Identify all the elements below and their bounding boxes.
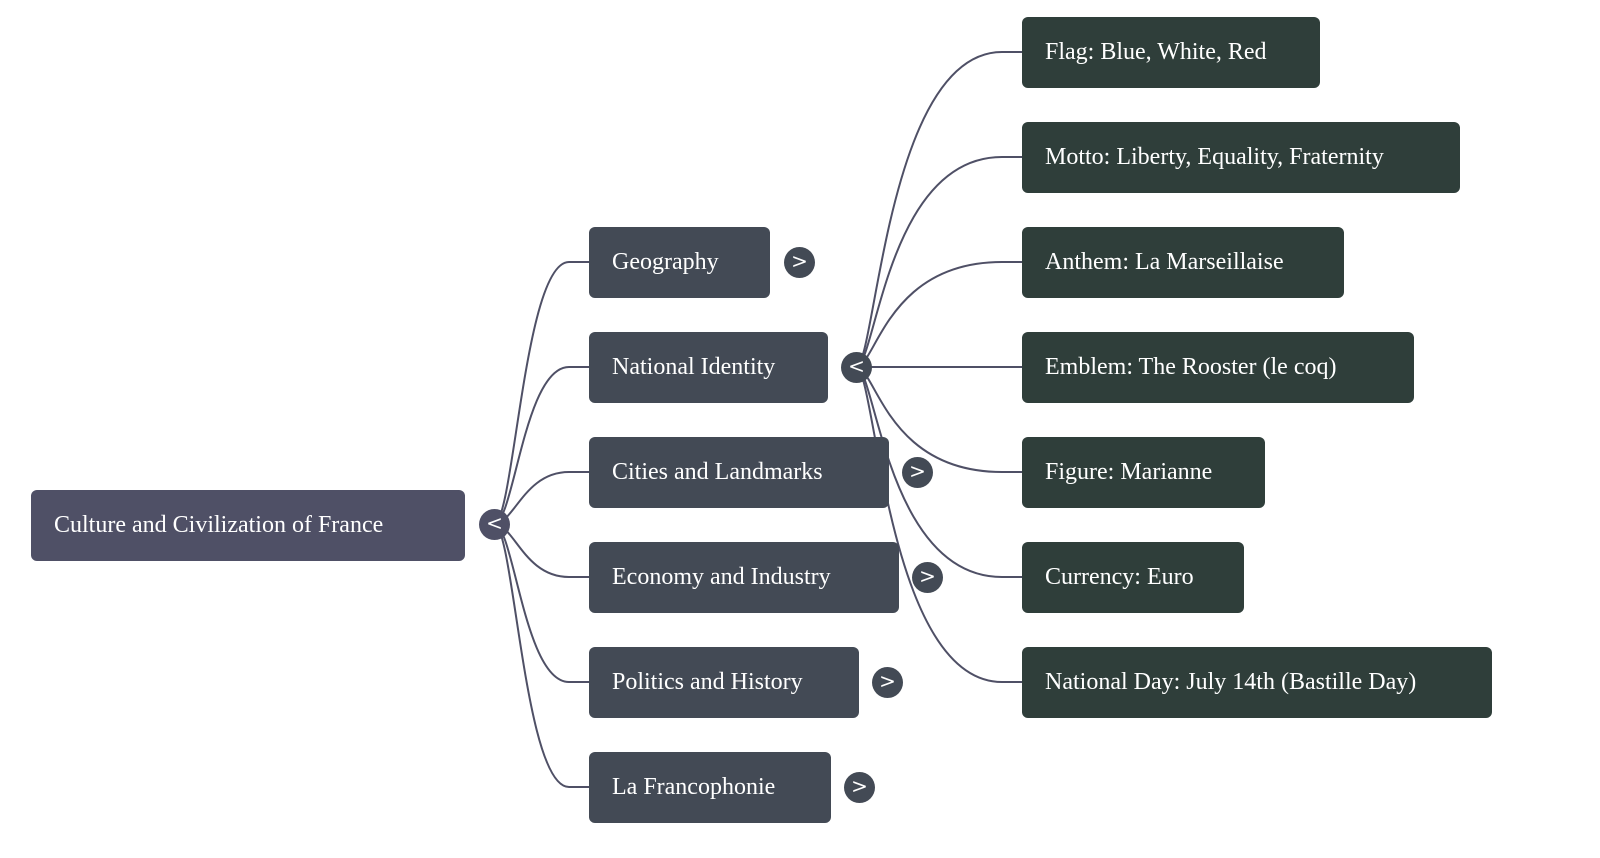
branch-la-francophonie[interactable]: La Francophonie <box>589 752 831 823</box>
root-node[interactable]: Culture and Civilization of France <box>31 490 465 561</box>
branch-national-identity[interactable]: National Identity <box>589 332 828 403</box>
politics-expand-toggle[interactable]: > <box>872 667 903 698</box>
national-identity-link-6 <box>855 366 1022 683</box>
francophonie-expand-toggle[interactable]: > <box>844 772 875 803</box>
leaf-figure[interactable]: Figure: Marianne <box>1022 437 1265 508</box>
leaf-currency[interactable]: Currency: Euro <box>1022 542 1244 613</box>
leaf-anthem[interactable]: Anthem: La Marseillaise <box>1022 227 1344 298</box>
branch-politics-and-history[interactable]: Politics and History <box>589 647 859 718</box>
root-collapse-toggle[interactable]: < <box>479 509 510 540</box>
branch-cities-and-landmarks[interactable]: Cities and Landmarks <box>589 437 889 508</box>
leaf-national-day[interactable]: National Day: July 14th (Bastille Day) <box>1022 647 1492 718</box>
leaf-flag[interactable]: Flag: Blue, White, Red <box>1022 17 1320 88</box>
national-identity-collapse-toggle[interactable]: < <box>841 352 872 383</box>
national-identity-link-2 <box>855 261 1022 368</box>
national-identity-link-0 <box>855 51 1022 368</box>
branch-economy-and-industry[interactable]: Economy and Industry <box>589 542 899 613</box>
leaf-motto[interactable]: Motto: Liberty, Equality, Fraternity <box>1022 122 1460 193</box>
economy-expand-toggle[interactable]: > <box>912 562 943 593</box>
root-link-0 <box>493 261 589 525</box>
root-link-4 <box>493 523 589 683</box>
cities-expand-toggle[interactable]: > <box>902 457 933 488</box>
geography-expand-toggle[interactable]: > <box>784 247 815 278</box>
root-link-5 <box>493 523 589 788</box>
branch-geography[interactable]: Geography <box>589 227 770 298</box>
leaf-emblem[interactable]: Emblem: The Rooster (le coq) <box>1022 332 1414 403</box>
root-link-1 <box>493 366 589 525</box>
